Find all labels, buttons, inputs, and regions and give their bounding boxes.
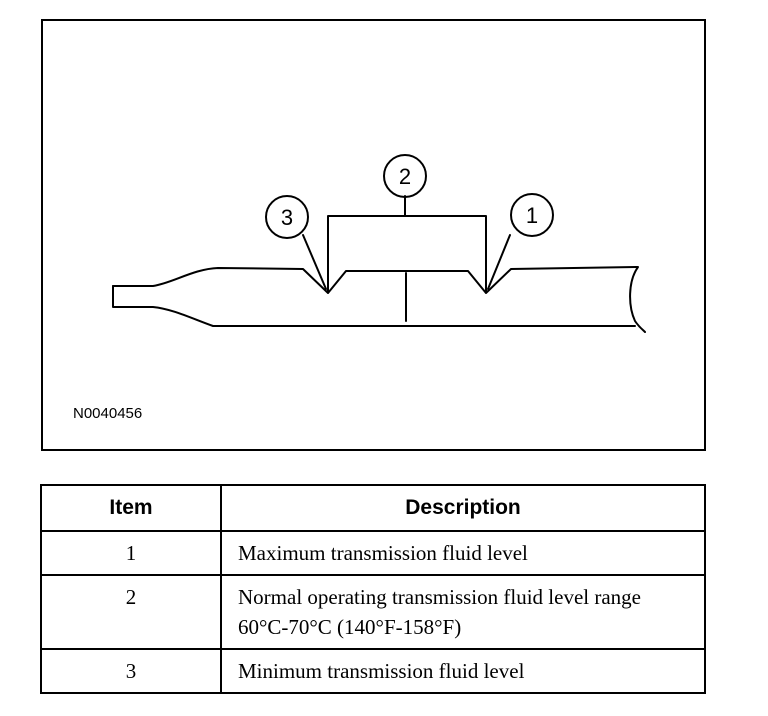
header-description: Description xyxy=(220,484,706,532)
dipstick-figure: 1 2 3 N0040456 xyxy=(41,19,706,451)
table-row: 2 Normal operating transmission fluid le… xyxy=(40,574,706,650)
dipstick-tip xyxy=(112,285,636,327)
figure-id-label: N0040456 xyxy=(73,405,143,422)
row-item: 3 xyxy=(40,648,222,694)
callout-1-leader xyxy=(487,234,511,290)
row-description: Normal operating transmission fluid leve… xyxy=(220,574,706,650)
row-item: 1 xyxy=(40,530,222,576)
callout-2-label: 2 xyxy=(399,164,411,189)
callout-2-circle xyxy=(383,154,427,198)
callout-3-label: 3 xyxy=(281,205,293,230)
dipstick-outline xyxy=(112,266,646,333)
table-row: 1 Maximum transmission fluid level xyxy=(40,530,706,576)
callout-1-label: 1 xyxy=(526,203,538,228)
row-description: Maximum transmission fluid level xyxy=(220,530,706,576)
row-description: Minimum transmission fluid level xyxy=(220,648,706,694)
row-item: 2 xyxy=(40,574,222,650)
callout-3-circle xyxy=(265,195,309,239)
dipstick-illustration: 1 2 3 xyxy=(112,154,646,333)
legend-table: Item Description 1 Maximum transmission … xyxy=(40,484,706,694)
table-row: 3 Minimum transmission fluid level xyxy=(40,648,706,694)
callout-1-circle xyxy=(510,193,554,237)
range-bracket xyxy=(327,215,487,292)
table-header-row: Item Description xyxy=(40,484,706,532)
callout-3-leader xyxy=(302,234,327,290)
header-item: Item xyxy=(40,484,222,532)
